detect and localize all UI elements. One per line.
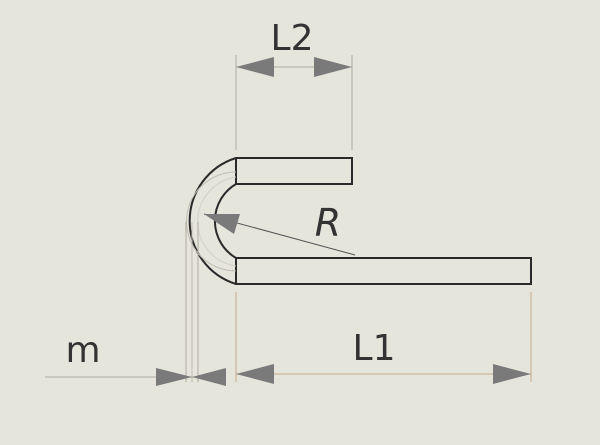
l2-arrow-right bbox=[314, 57, 352, 77]
m-dimension: m bbox=[45, 222, 226, 386]
bracket-outline bbox=[188, 157, 532, 285]
r-dimension: R bbox=[203, 201, 356, 256]
neutral-axis-arc bbox=[186, 171, 237, 272]
l2-dimension: L2 bbox=[235, 18, 353, 150]
m-arrow-right bbox=[192, 368, 226, 386]
m-arrow-left bbox=[156, 368, 192, 386]
r-arrowhead bbox=[204, 214, 240, 234]
l2-arrow-left bbox=[236, 57, 274, 77]
l2-label: L2 bbox=[271, 18, 314, 59]
bracket-part bbox=[186, 157, 532, 285]
neutral-axis-arc-inner bbox=[197, 176, 237, 267]
l1-dimension: L1 bbox=[235, 292, 532, 384]
m-label: m bbox=[65, 330, 100, 371]
r-label: R bbox=[315, 201, 341, 245]
l1-label: L1 bbox=[353, 328, 396, 369]
l1-arrow-left bbox=[236, 364, 274, 384]
l1-arrow-right bbox=[493, 364, 531, 384]
